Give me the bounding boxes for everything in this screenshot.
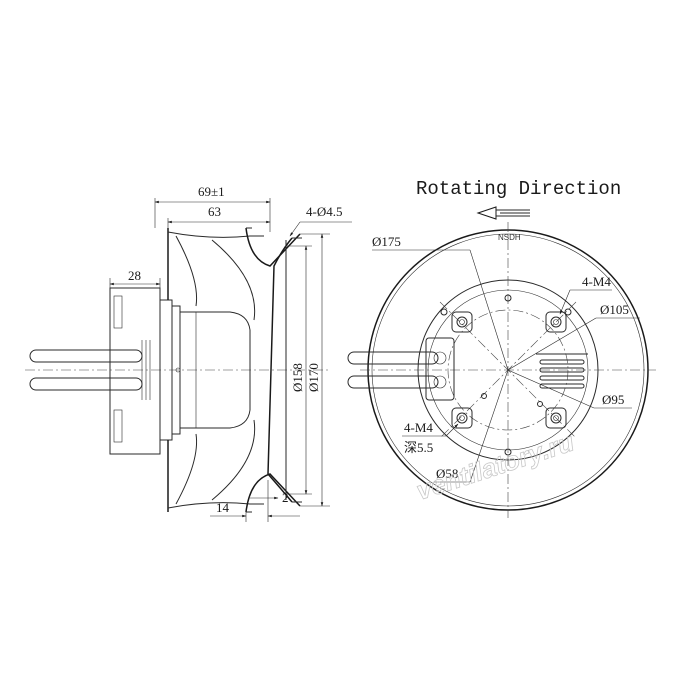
motor-body [171, 305, 251, 435]
dim-connector: 28 [109, 268, 161, 296]
dim-holes: 4-Ø4.5 [289, 204, 352, 237]
rotor-label: NSDH [498, 233, 521, 242]
dim-impeller-width: 63 [167, 204, 271, 228]
dim-dia-58: Ø58 [434, 369, 509, 483]
dim-connector-label: 28 [128, 268, 141, 283]
dim-lip-label: 2 [282, 490, 289, 505]
dim-impeller-width-label: 63 [208, 204, 221, 219]
dim-dia-175: Ø175 [372, 234, 509, 371]
dim-m4-bottom: 4-M4 深5.5 [402, 420, 459, 455]
dim-dia-58-label: Ø58 [436, 466, 458, 481]
dim-m4-bottom-label: 4-M4 [404, 420, 433, 435]
dim-depth-label: 深5.5 [404, 440, 433, 455]
front-cable-gland [347, 337, 455, 401]
dim-dia-170-label: Ø170 [306, 363, 321, 392]
dim-holes-label: 4-Ø4.5 [306, 204, 342, 219]
front-view: Rotating Direction NSDH [347, 178, 656, 518]
dim-inlet-offset-label: 14 [216, 500, 230, 515]
dim-m4-top: 4-M4 [559, 274, 612, 315]
rotation-arrow [476, 206, 530, 220]
dim-dia-95-label: Ø95 [602, 392, 624, 407]
mounting-bosses [440, 294, 572, 456]
dim-diameters: Ø158 Ø170 [286, 233, 330, 507]
heatsink-fins [536, 353, 588, 389]
connector-housing [109, 287, 173, 455]
rotating-direction-title: Rotating Direction [416, 178, 621, 200]
side-view: 69±1 63 4-Ø4.5 28 Ø15 [25, 184, 352, 522]
dim-dia-105: Ø105 [507, 302, 640, 371]
dim-inlet-offset: 14 2 [210, 480, 300, 522]
dim-dia-158-label: Ø158 [290, 363, 305, 392]
dim-m4-top-label: 4-M4 [582, 274, 611, 289]
dim-dia-175-label: Ø175 [372, 234, 401, 249]
impeller-profile [167, 227, 302, 513]
dim-total-width: 69±1 [154, 184, 271, 232]
dim-dia-105-label: Ø105 [600, 302, 629, 317]
dim-total-width-label: 69±1 [198, 184, 225, 199]
dim-dia-95: Ø95 [507, 369, 632, 409]
